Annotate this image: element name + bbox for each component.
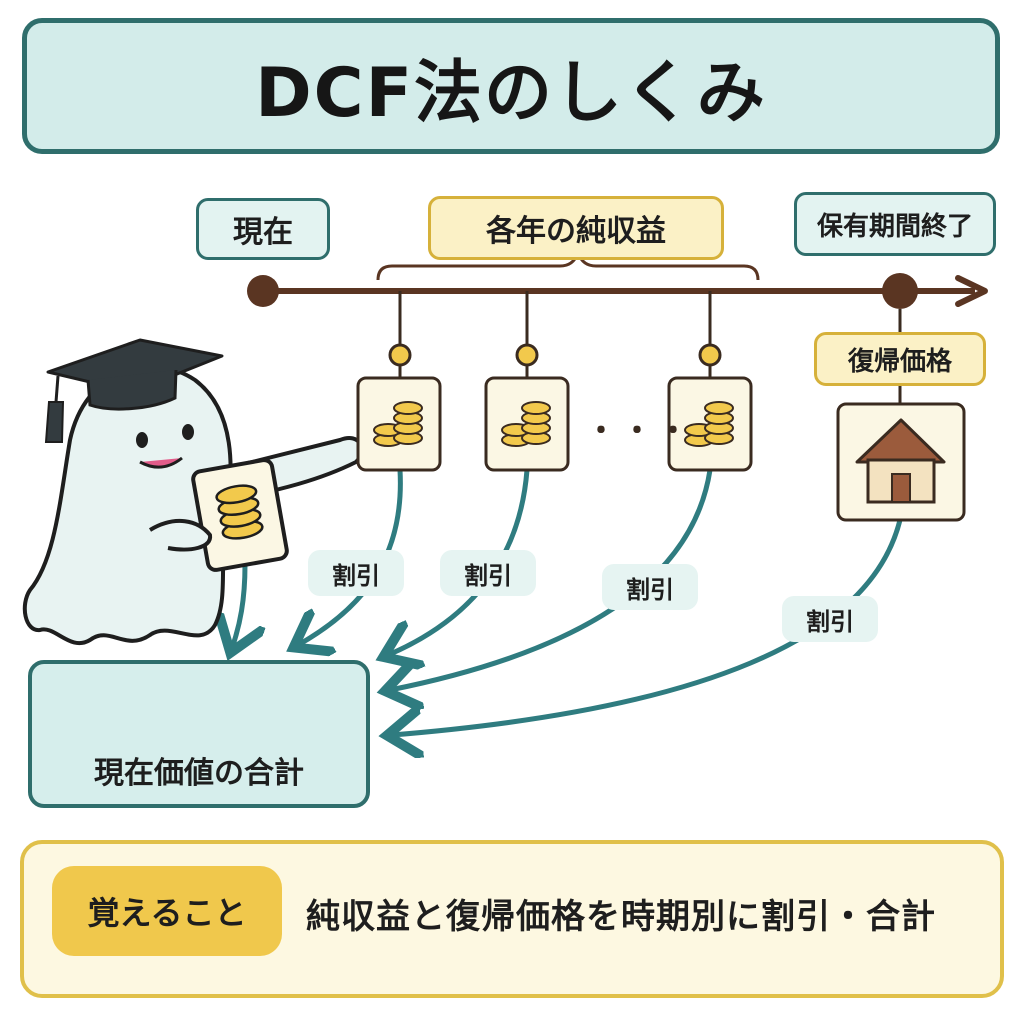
ellipsis: ・・・	[586, 414, 694, 449]
total-label: 現在価値の合計	[94, 756, 304, 791]
discount-label-1: 割引	[308, 550, 404, 596]
label-present: 現在	[196, 198, 330, 260]
discount-label-3: 割引	[602, 564, 698, 610]
discount-arrow-4	[392, 519, 903, 735]
label-reversion-price: 復帰価格	[814, 332, 986, 386]
income-card-3	[667, 376, 753, 472]
remember-badge: 覚えること	[52, 866, 282, 956]
label-holding-end: 保有期間終了	[794, 192, 996, 256]
discount-arrow-3	[390, 469, 713, 690]
mascot-character	[22, 338, 364, 645]
discount-label-2: 割引	[440, 550, 536, 596]
timeline-start-dot	[247, 275, 279, 307]
title-banner: DCF法のしくみ	[22, 18, 1000, 154]
character-arrow	[232, 564, 245, 648]
label-annual-income: 各年の純収益	[428, 196, 724, 260]
discount-label-4: 割引	[782, 596, 878, 642]
present-value-total-box	[28, 660, 370, 808]
page-title: DCF法のしくみ	[255, 53, 767, 133]
timeline-end-dot	[882, 273, 918, 309]
remember-text: 純収益と復帰価格を時期別に割引・合計	[306, 896, 936, 937]
income-card-2	[484, 376, 570, 472]
reversion-card	[836, 402, 966, 522]
timeline-arrowhead	[955, 275, 988, 307]
income-card-1	[356, 376, 442, 472]
